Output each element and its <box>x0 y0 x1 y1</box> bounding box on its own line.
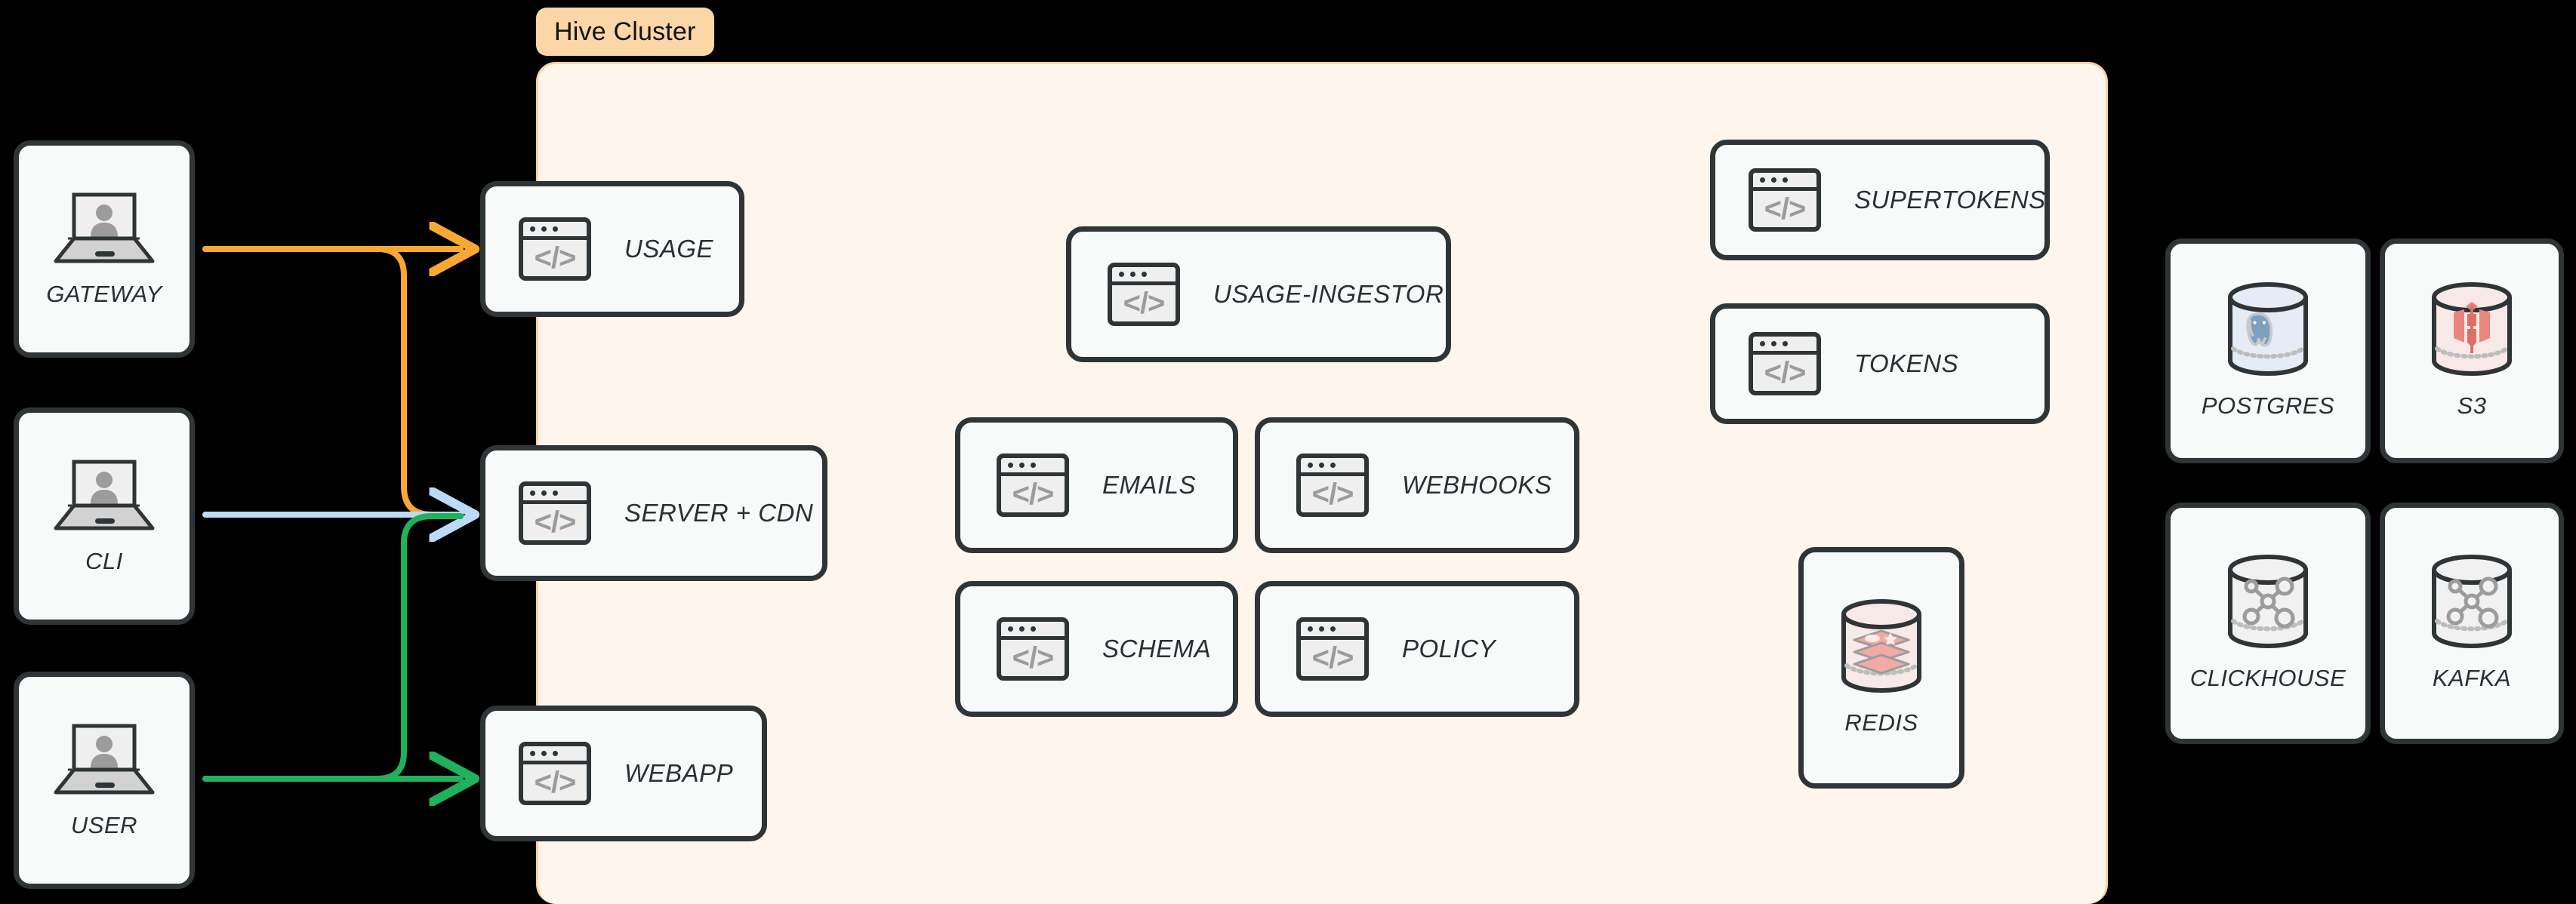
laptop-user-icon <box>54 192 155 263</box>
service-label-server-cdn: SERVER + CDN <box>624 499 814 527</box>
hive-cluster-badge: Hive Cluster <box>536 8 714 56</box>
network-cylinder-icon <box>2432 555 2512 648</box>
service-node-server-cdn[interactable]: </> SERVER + CDN <box>480 445 827 581</box>
service-node-schema[interactable]: </> SCHEMA <box>955 581 1238 717</box>
service-label-webhooks: WEBHOOKS <box>1402 471 1552 499</box>
client-node-cli[interactable]: CLI <box>14 407 195 625</box>
code-glyph: </> <box>1311 478 1354 511</box>
laptop-user-icon <box>54 460 155 530</box>
postgres-cylinder-icon <box>2228 282 2308 376</box>
code-glyph: </> <box>1764 192 1807 226</box>
connection-user-to-server-cdn <box>202 513 464 782</box>
network-cylinder-icon <box>2228 555 2308 648</box>
code-glyph: </> <box>1764 356 1807 389</box>
code-window-icon: </> <box>1749 168 1821 232</box>
datastore-node-kafka[interactable]: KAFKA <box>2380 503 2564 744</box>
client-label-user: USER <box>70 812 138 838</box>
code-glyph: </> <box>534 766 577 799</box>
client-label-cli: CLI <box>85 548 123 574</box>
service-node-webhooks[interactable]: </> WEBHOOKS <box>1255 417 1579 553</box>
code-glyph: </> <box>534 241 577 275</box>
hive-cluster-badge-label: Hive Cluster <box>554 17 696 46</box>
datastore-node-s3[interactable]: S3 <box>2380 238 2564 463</box>
service-label-schema: SCHEMA <box>1102 635 1212 663</box>
service-label-webapp: WEBAPP <box>624 759 734 787</box>
code-window-icon: </> <box>519 481 591 545</box>
code-window-icon: </> <box>1108 263 1180 326</box>
service-node-tokens[interactable]: </> TOKENS <box>1710 303 2050 424</box>
datastore-node-postgres[interactable]: POSTGRES <box>2165 238 2371 463</box>
code-glyph: </> <box>1311 641 1354 675</box>
datastore-label-kafka: KAFKA <box>2432 665 2512 691</box>
code-glyph: </> <box>1012 641 1055 675</box>
service-node-policy[interactable]: </> POLICY <box>1255 581 1579 717</box>
code-window-icon: </> <box>997 617 1069 681</box>
code-window-icon: </> <box>519 742 591 805</box>
service-label-supertokens: SUPERTOKENS <box>1854 186 2046 214</box>
code-window-icon: </> <box>1296 617 1369 681</box>
service-node-webapp[interactable]: </> WEBAPP <box>480 706 767 841</box>
datastore-node-redis[interactable]: REDIS <box>1798 547 1964 789</box>
code-window-icon: </> <box>1749 332 1821 395</box>
code-glyph: </> <box>534 506 577 539</box>
service-label-usage-ingestor: USAGE-INGESTOR <box>1213 280 1444 308</box>
service-label-usage: USAGE <box>624 235 714 263</box>
client-label-gateway: GATEWAY <box>46 281 162 307</box>
code-glyph: </> <box>1123 287 1166 320</box>
laptop-user-icon <box>54 724 155 795</box>
client-node-gateway[interactable]: GATEWAY <box>14 140 195 358</box>
service-label-policy: POLICY <box>1402 635 1496 663</box>
datastore-label-clickhouse: CLICKHOUSE <box>2189 665 2346 691</box>
code-glyph: </> <box>1012 478 1055 511</box>
s3-cylinder-icon <box>2432 282 2512 376</box>
datastore-node-clickhouse[interactable]: CLICKHOUSE <box>2165 503 2371 744</box>
connection-gateway-to-server-cdn <box>202 246 464 518</box>
datastore-label-redis: REDIS <box>1844 709 1918 736</box>
service-label-tokens: TOKENS <box>1854 349 1959 377</box>
service-node-emails[interactable]: </> EMAILS <box>955 417 1238 553</box>
service-node-usage-ingestor[interactable]: </> USAGE-INGESTOR <box>1066 226 1451 362</box>
service-node-usage[interactable]: </> USAGE <box>480 181 744 317</box>
datastore-label-postgres: POSTGRES <box>2201 392 2335 419</box>
code-window-icon: </> <box>997 454 1069 517</box>
service-label-emails: EMAILS <box>1102 471 1197 499</box>
redis-cylinder-icon <box>1841 599 1921 693</box>
service-node-supertokens[interactable]: </> SUPERTOKENS <box>1710 140 2050 260</box>
client-node-user[interactable]: USER <box>14 672 195 889</box>
datastore-label-s3: S3 <box>2457 392 2487 419</box>
code-window-icon: </> <box>519 217 591 281</box>
code-window-icon: </> <box>1296 454 1369 517</box>
